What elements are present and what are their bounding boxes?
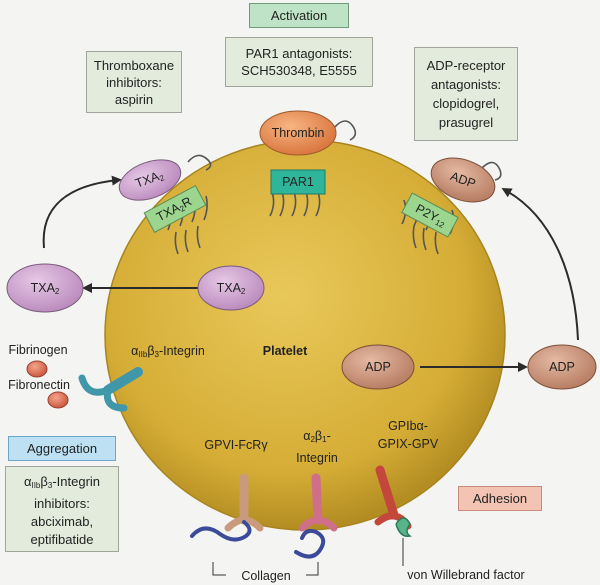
thromboxane-line3: aspirin [114, 92, 154, 107]
fibronectin-ball [47, 391, 69, 409]
txa2-intracellular-label: TXA2 [216, 281, 246, 296]
integrin-inhibitors-line3: abciximab, [30, 514, 94, 529]
par1-antagonists-line2: SCH530348, E5555 [241, 63, 357, 78]
gpvi-receptor [224, 473, 264, 532]
integrin-inhibitors-box: αIIbβ3-Integrin inhibitors: abciximab, e… [5, 466, 119, 552]
adp-extracellular [527, 344, 597, 390]
txa2-extracellular-label: TXA2 [30, 281, 60, 296]
adp-ligand-bound [430, 157, 496, 203]
fibronectin-label: Fibronectin [8, 378, 70, 392]
alphaiib-beta3-integrin-label: αIIbβ3-Integrin [131, 344, 205, 359]
adp-antag-line2: antagonists: [430, 77, 502, 92]
thrombin-label: Thrombin [271, 126, 325, 140]
integrin-inhibitors-line2: inhibitors: [34, 496, 90, 511]
fibrinogen-label: Fibrinogen [8, 343, 68, 357]
txa2-intracellular [197, 265, 265, 311]
adp-antag-line4: prasugrel [438, 115, 494, 130]
gpib-line2: GPIX-GPV [377, 437, 439, 451]
p2y12-receptor-box [401, 192, 459, 238]
adp-receptor-antagonists-box: ADP-receptor antagonists: clopidogrel, p… [414, 47, 518, 141]
thromboxane-line1: Thromboxane [93, 58, 175, 73]
collagen-label: Collagen [226, 568, 306, 584]
par1-label: PAR1 [282, 175, 314, 189]
a2b1-receptor [298, 473, 338, 532]
adp-antag-line3: clopidogrel, [432, 96, 500, 111]
a2b1-line2: Integrin [296, 451, 338, 465]
alphaiib-beta3-integrin-receptor [78, 367, 143, 412]
adp-intracellular-label: ADP [365, 360, 391, 374]
collagen-fiber-right [294, 528, 326, 559]
thromboxane-inhibitors-box: Thromboxane inhibitors: aspirin [86, 51, 182, 113]
adp-extracellular-label: ADP [549, 360, 575, 374]
vwf-label: von Willebrand factor [407, 568, 525, 582]
par1-antagonists-box: PAR1 antagonists: SCH530348, E5555 [225, 37, 373, 87]
txa2-ligand-bound [118, 159, 182, 201]
platelet-cell [104, 139, 506, 531]
gpib-label: GPIbα- GPIX-GPV [366, 417, 450, 453]
platelet-label: Platelet [262, 344, 308, 358]
adp-intracellular [341, 344, 415, 390]
gpvi-fcr-label: GPVI-FcRγ [204, 438, 268, 452]
par1-receptor-box [270, 169, 326, 195]
vwf-molecule [395, 517, 412, 537]
txa2-receptor-box [143, 184, 207, 234]
txa-release-arrow [42, 175, 122, 249]
txa2-extracellular [6, 263, 84, 313]
adp-antag-line1: ADP-receptor [426, 58, 506, 73]
par1-receptor [269, 120, 357, 217]
adp-release-arrow [501, 188, 579, 341]
gpib-line1: GPIbα- [388, 419, 428, 433]
collagen-fiber-left [190, 520, 252, 542]
aggregation-header: Aggregation [8, 436, 116, 461]
integrin-inhibitors-line4: eptifibatide [30, 532, 94, 547]
adhesion-header: Adhesion [458, 486, 542, 511]
integrin-inhibitors-title: αIIbβ3-Integrin [23, 474, 101, 490]
thromboxane-line2: inhibitors: [106, 75, 162, 90]
par1-antagonists-line1: PAR1 antagonists: [245, 46, 353, 61]
fibrinogen-ball [26, 360, 48, 378]
a2b1-line1: α2β1- [303, 429, 331, 444]
a2b1-integrin-label: α2β1- Integrin [282, 427, 352, 467]
thrombin-molecule [259, 110, 337, 156]
activation-header: Activation [249, 3, 349, 28]
